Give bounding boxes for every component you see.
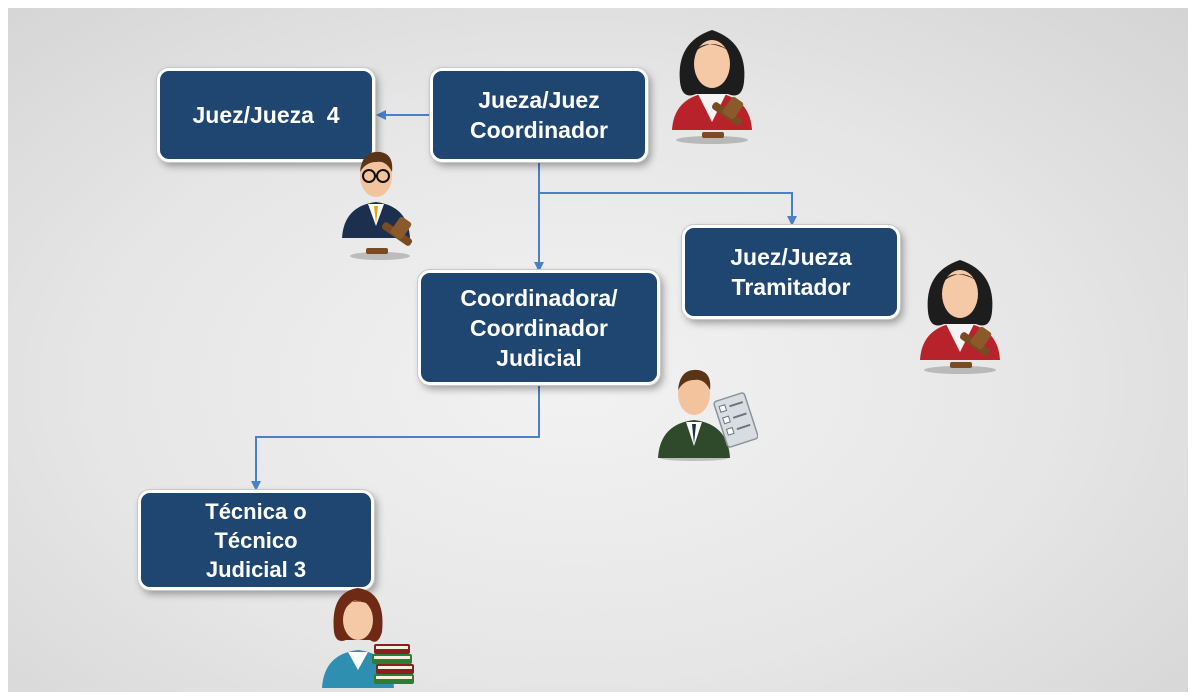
node-label: Juez/Jueza Tramitador <box>730 244 852 300</box>
node-label: Técnica o Técnico Judicial 3 <box>205 498 307 582</box>
node-label: Jueza/Juez Coordinador <box>470 87 608 143</box>
edge-coordinador-to-tramitador <box>539 192 797 226</box>
female-judge-icon <box>920 260 1000 374</box>
node-juez-jueza-tramitador: Juez/Jueza Tramitador <box>682 225 900 319</box>
female-clerk-with-books-icon <box>322 588 414 688</box>
edge-coord-judicial-to-tecnico <box>251 385 540 491</box>
node-label: Coordinadora/ Coordinador Judicial <box>460 284 618 371</box>
node-label: Juez/Jueza 4 <box>192 102 340 128</box>
node-juez-jueza-4: Juez/Jueza 4 <box>157 68 375 162</box>
female-judge-icon <box>672 30 752 144</box>
node-tecnica-tecnico-judicial-3: Técnica o Técnico Judicial 3 <box>138 490 374 590</box>
node-coordinadora-coordinador-judicial: Coordinadora/ Coordinador Judicial <box>418 270 660 385</box>
male-judge-icon <box>342 151 413 260</box>
clerk-with-checklist-icon <box>658 369 758 461</box>
node-jueza-juez-coordinador: Jueza/Juez Coordinador <box>430 68 648 162</box>
